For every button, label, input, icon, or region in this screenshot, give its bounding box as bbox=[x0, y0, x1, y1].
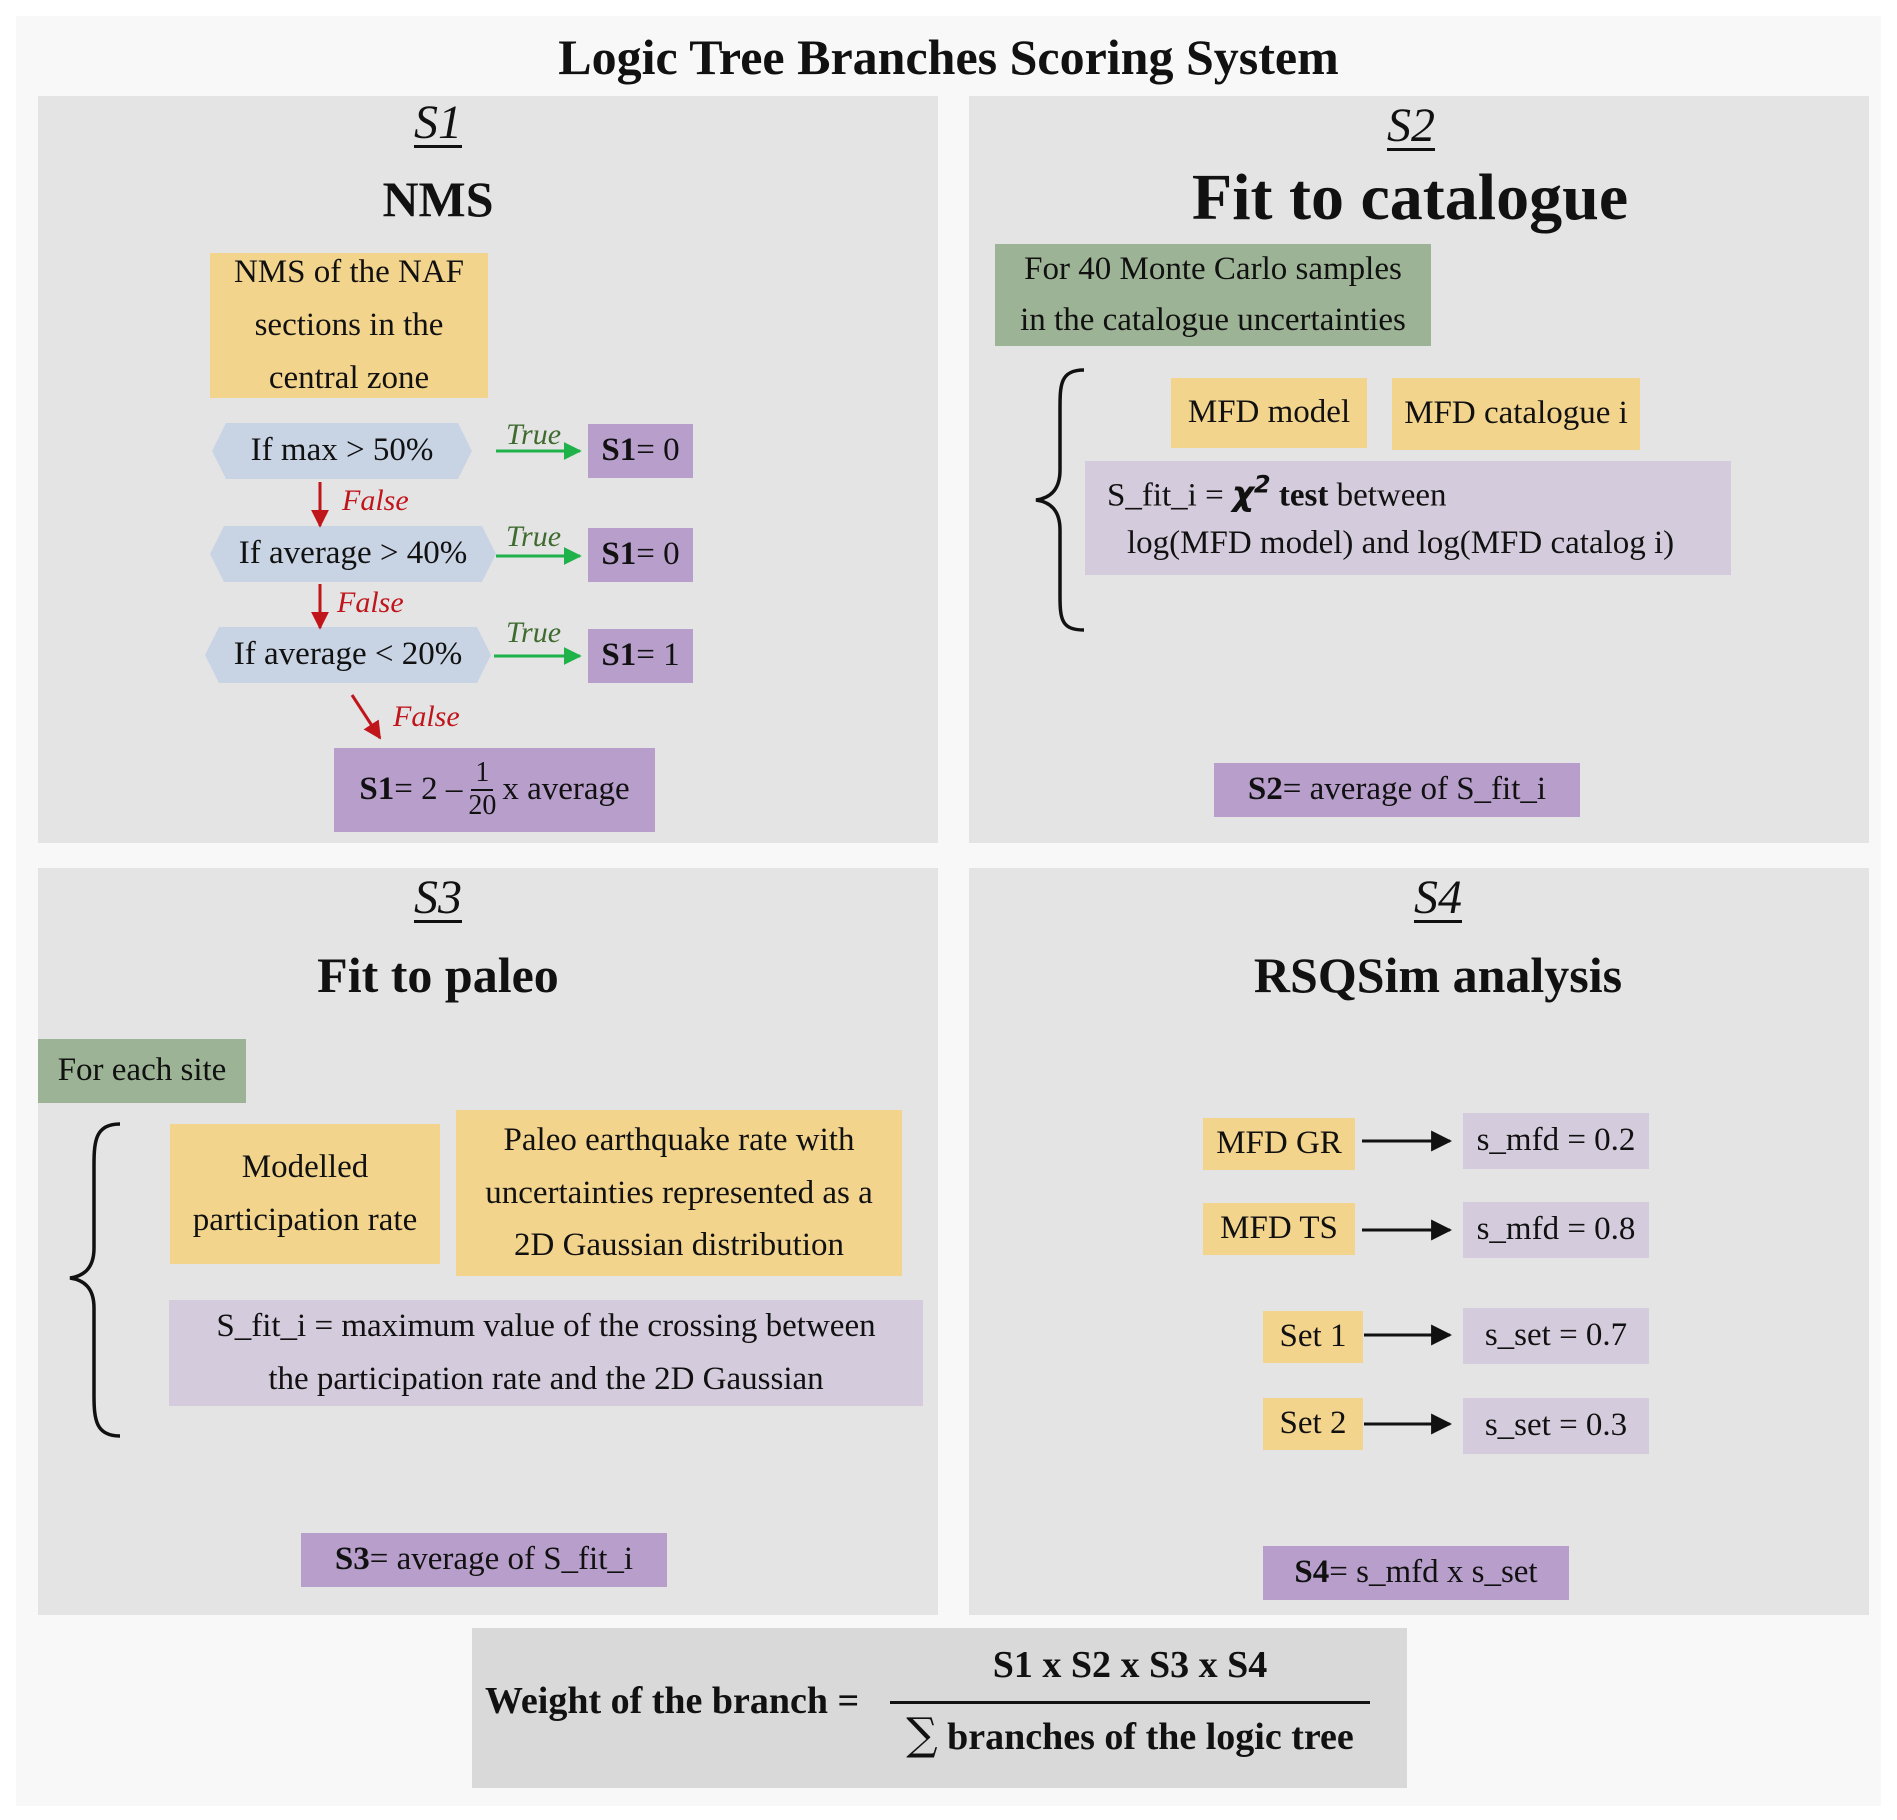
fraction-numerator: 1 bbox=[471, 757, 494, 791]
weight-fraction-bar bbox=[890, 1701, 1370, 1704]
paleo-rate-line: Paleo earthquake rate with bbox=[503, 1121, 855, 1158]
s1-heading: NMS bbox=[382, 171, 494, 227]
rsqsim-right-1: s_mfd = 0.8 bbox=[1463, 1202, 1649, 1258]
s2-fit-line1: S_fit_i = χ2 test between bbox=[1107, 468, 1447, 520]
false-label: False bbox=[393, 700, 460, 733]
s3-fit-box: S_fit_i = maximum value of the crossing … bbox=[169, 1300, 923, 1406]
rsqsim-right-2: s_set = 0.7 bbox=[1463, 1308, 1649, 1364]
weight-label: Weight of the branch = bbox=[485, 1680, 860, 1722]
figure-title: Logic Tree Branches Scoring System bbox=[558, 29, 1339, 85]
monte-carlo-line: For 40 Monte Carlo samples bbox=[1024, 250, 1402, 287]
s1-result-0: S1 = 0 bbox=[588, 424, 693, 478]
true-label: True bbox=[506, 418, 562, 451]
true-label: True bbox=[506, 520, 562, 553]
s4-result: S4 = s_mfd x s_set bbox=[1263, 1546, 1569, 1600]
monte-carlo-box: For 40 Monte Carlo samples in the catalo… bbox=[995, 244, 1431, 346]
rsqsim-left-2: Set 1 bbox=[1263, 1311, 1363, 1363]
nms-box-line: NMS of the NAF bbox=[233, 254, 465, 291]
s1-result-bold: S1 bbox=[601, 637, 637, 674]
s1-final-post: x average bbox=[502, 771, 630, 808]
weight-denominator: ∑ branches of the logic tree bbox=[890, 1709, 1370, 1760]
chi-exponent: 2 bbox=[1253, 470, 1271, 499]
s2-result-bold: S2 bbox=[1247, 771, 1283, 808]
s3-heading: Fit to paleo bbox=[317, 947, 559, 1003]
s3-fit-line: S_fit_i = maximum value of the crossing … bbox=[216, 1308, 876, 1345]
s2-fit-between: between bbox=[1328, 477, 1447, 514]
s1-result-1: S1 = 0 bbox=[588, 528, 693, 582]
rsqsim-left-1: MFD TS bbox=[1203, 1203, 1355, 1255]
s2-fit-pre: S_fit_i = bbox=[1107, 477, 1232, 514]
s1-result-bold: S1 bbox=[601, 432, 637, 469]
s2-brace bbox=[1035, 368, 1085, 632]
modelled-rate-line: Modelled bbox=[241, 1149, 369, 1186]
weight-formula-box bbox=[472, 1628, 1407, 1788]
s2-fit-line2: log(MFD model) and log(MFD catalog i) bbox=[1127, 525, 1675, 562]
s3-result-text: = average of S_fit_i bbox=[369, 1541, 634, 1578]
mfd-model-box: MFD model bbox=[1171, 378, 1367, 448]
false-arrow bbox=[350, 694, 382, 740]
sigma-icon: ∑ bbox=[906, 1709, 938, 1760]
s3-tag: S3 bbox=[414, 871, 462, 924]
true-label: True bbox=[506, 616, 562, 649]
false-label: False bbox=[337, 586, 404, 619]
s4-tag: S4 bbox=[1414, 871, 1462, 924]
s4-heading: RSQSim analysis bbox=[1253, 947, 1623, 1003]
s1-final-bold: S1 bbox=[359, 771, 395, 808]
s1-result-value: = 0 bbox=[636, 536, 680, 573]
panel-s1 bbox=[38, 96, 938, 843]
rsqsim-right-0: s_mfd = 0.2 bbox=[1463, 1113, 1649, 1169]
site-box: For each site bbox=[38, 1039, 246, 1103]
s1-result-value: = 0 bbox=[636, 432, 680, 469]
modelled-rate-line: participation rate bbox=[192, 1202, 418, 1238]
nms-box-line: central zone bbox=[268, 359, 430, 396]
s4-result-text: = s_mfd x s_set bbox=[1329, 1554, 1538, 1591]
chi-letter: χ bbox=[1231, 474, 1254, 515]
rsqsim-left-3: Set 2 bbox=[1263, 1398, 1363, 1450]
condition-average-40: If average > 40% bbox=[210, 526, 496, 582]
s1-tag: S1 bbox=[414, 96, 462, 149]
mfd-catalogue-box: MFD catalogue i bbox=[1392, 378, 1640, 450]
s3-result: S3 = average of S_fit_i bbox=[301, 1533, 667, 1587]
modelled-rate-box: Modelled participation rate bbox=[170, 1124, 440, 1264]
s1-result-bold: S1 bbox=[601, 536, 637, 573]
condition-max-50: If max > 50% bbox=[212, 423, 472, 479]
condition-average-20: If average < 20% bbox=[205, 627, 491, 683]
false-label: False bbox=[342, 484, 409, 517]
paleo-rate-line: 2D Gaussian distribution bbox=[514, 1227, 844, 1264]
s4-result-bold: S4 bbox=[1294, 1554, 1330, 1591]
s2-tag: S2 bbox=[1387, 99, 1435, 152]
s2-fit-test: test bbox=[1270, 477, 1329, 514]
s3-brace bbox=[69, 1122, 121, 1438]
rsqsim-left-0: MFD GR bbox=[1203, 1118, 1355, 1170]
s2-result-text: = average of S_fit_i bbox=[1282, 771, 1547, 808]
nms-box: NMS of the NAF sections in the central z… bbox=[210, 253, 488, 398]
s1-final-pre: = 2 – bbox=[394, 771, 463, 808]
paleo-rate-line: uncertainties represented as a bbox=[485, 1174, 873, 1211]
weight-denominator-text: branches of the logic tree bbox=[937, 1716, 1354, 1758]
paleo-rate-box: Paleo earthquake rate with uncertainties… bbox=[456, 1110, 902, 1276]
s3-fit-line: the participation rate and the 2D Gaussi… bbox=[268, 1361, 824, 1397]
s3-result-bold: S3 bbox=[334, 1541, 370, 1578]
s2-result: S2 = average of S_fit_i bbox=[1214, 763, 1580, 817]
nms-box-line: sections in the bbox=[254, 307, 444, 344]
chi-symbol: χ2 bbox=[1231, 470, 1271, 515]
monte-carlo-line: in the catalogue uncertainties bbox=[1020, 302, 1406, 338]
panel-s4 bbox=[969, 868, 1869, 1615]
weight-numerator: S1 x S2 x S3 x S4 bbox=[992, 1644, 1268, 1686]
s1-result-value: = 1 bbox=[636, 637, 680, 674]
s2-heading: Fit to catalogue bbox=[1191, 161, 1629, 234]
rsqsim-right-3: s_set = 0.3 bbox=[1463, 1398, 1649, 1454]
s1-result-2: S1 = 1 bbox=[588, 629, 693, 683]
s2-fit-box: S_fit_i = χ2 test between log(MFD model)… bbox=[1085, 461, 1731, 575]
fraction-denominator: 20 bbox=[468, 790, 497, 821]
